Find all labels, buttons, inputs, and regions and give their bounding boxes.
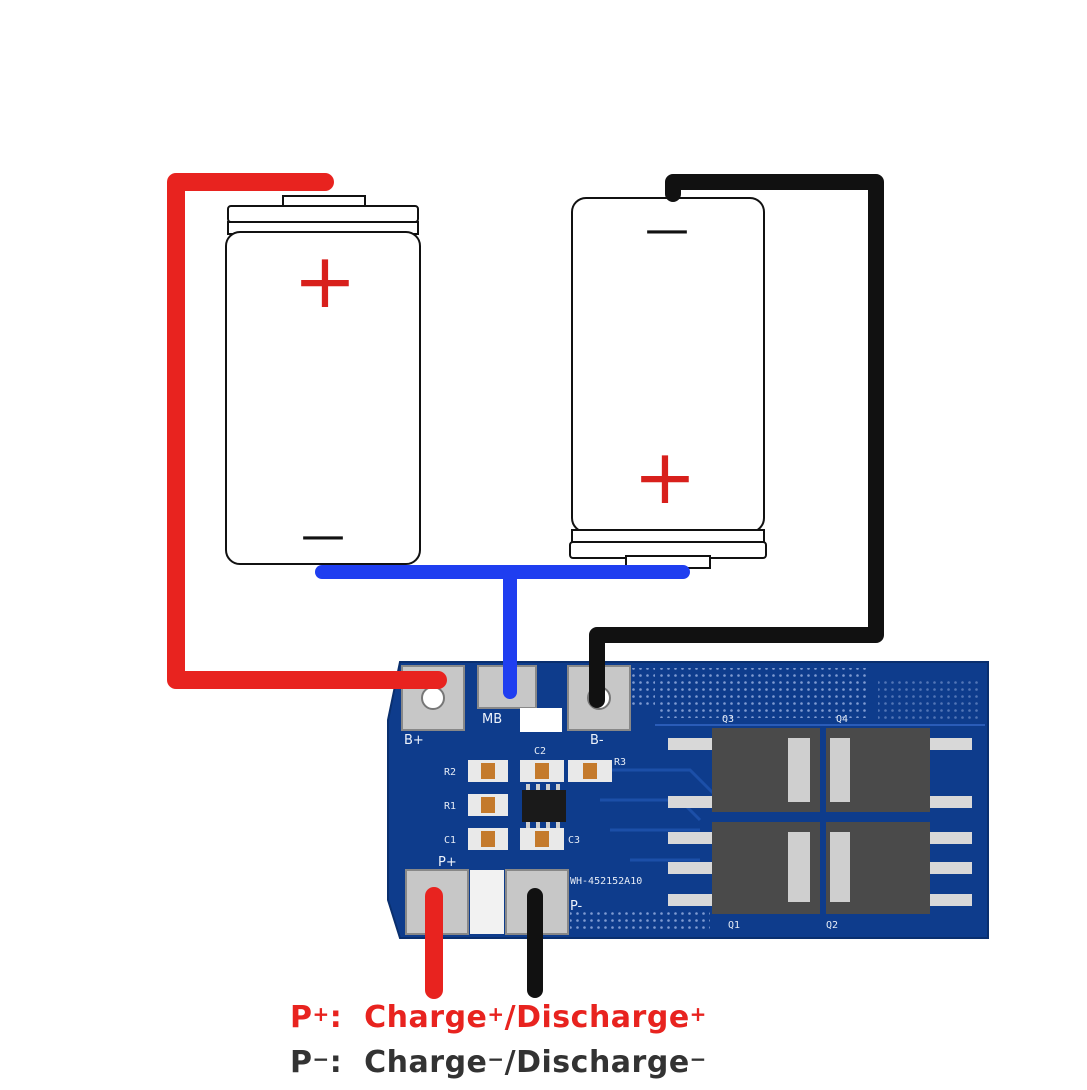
legend-minus-slash: / <box>504 1045 517 1080</box>
label-r3: R3 <box>614 757 626 768</box>
legend-plus-text1: Charge <box>364 1000 488 1035</box>
mosfet-q1: Q1 <box>668 822 820 931</box>
legend-minus-text1: Charge <box>364 1045 488 1080</box>
board-model-text: WH-452152A10 <box>570 876 642 887</box>
label-q1: Q1 <box>728 920 740 931</box>
legend-plus-pin-sign: + <box>312 1002 330 1026</box>
smd-components: R2 R1 C1 C2 C3 R3 <box>444 746 626 850</box>
legend-plus-sign1: + <box>487 1002 505 1026</box>
legend-plus-sign2: + <box>689 1002 707 1026</box>
pad-label-p-plus: P+ <box>438 855 457 870</box>
label-q2: Q2 <box>826 920 838 931</box>
legend-plus-sep: : <box>329 1000 343 1035</box>
label-r2: R2 <box>444 767 456 778</box>
positive-wire <box>167 173 447 689</box>
legend-plus-text2: Discharge <box>516 1000 690 1035</box>
legend-minus-pin-sign: − <box>312 1047 330 1071</box>
label-c3: C3 <box>568 835 580 846</box>
pad-label-b-plus: B+ <box>404 733 424 748</box>
legend-minus-sign2: − <box>689 1047 707 1071</box>
label-c2: C2 <box>534 746 546 757</box>
legend-minus-sign1: − <box>487 1047 505 1071</box>
legend-plus-pin: P <box>290 1000 313 1035</box>
legend-p-minus: P−: Charge−/Discharge− <box>290 1045 707 1080</box>
legend-minus-sep: : <box>329 1045 343 1080</box>
mosfet-q3: Q3 <box>668 714 820 812</box>
legend-p-plus: P+: Charge+/Discharge+ <box>290 1000 707 1035</box>
battery-right-bottom-sign: + <box>633 432 697 521</box>
battery-left-top-sign: + <box>293 236 357 325</box>
label-q3: Q3 <box>722 714 734 725</box>
legend-minus-pin: P <box>290 1045 313 1080</box>
legend-plus-slash: / <box>504 1000 517 1035</box>
pad-label-p-minus: P- <box>570 899 583 914</box>
mosfet-q2: Q2 <box>826 822 972 931</box>
label-c1: C1 <box>444 835 456 846</box>
battery-right: — + <box>569 197 767 569</box>
mosfet-q4: Q4 <box>826 714 972 812</box>
legend-minus-text2: Discharge <box>516 1045 690 1080</box>
protection-board: B+ MB B- R2 R1 C1 <box>387 661 989 939</box>
battery-left-bottom-sign: — <box>301 510 345 561</box>
battery-left: + — <box>225 195 421 565</box>
pad-label-mb: MB <box>482 712 502 727</box>
negative-wire <box>589 174 884 708</box>
pad-label-b-minus: B- <box>590 733 604 748</box>
label-r1: R1 <box>444 801 456 812</box>
battery-right-top-sign: — <box>645 204 689 255</box>
label-q4: Q4 <box>836 714 848 725</box>
